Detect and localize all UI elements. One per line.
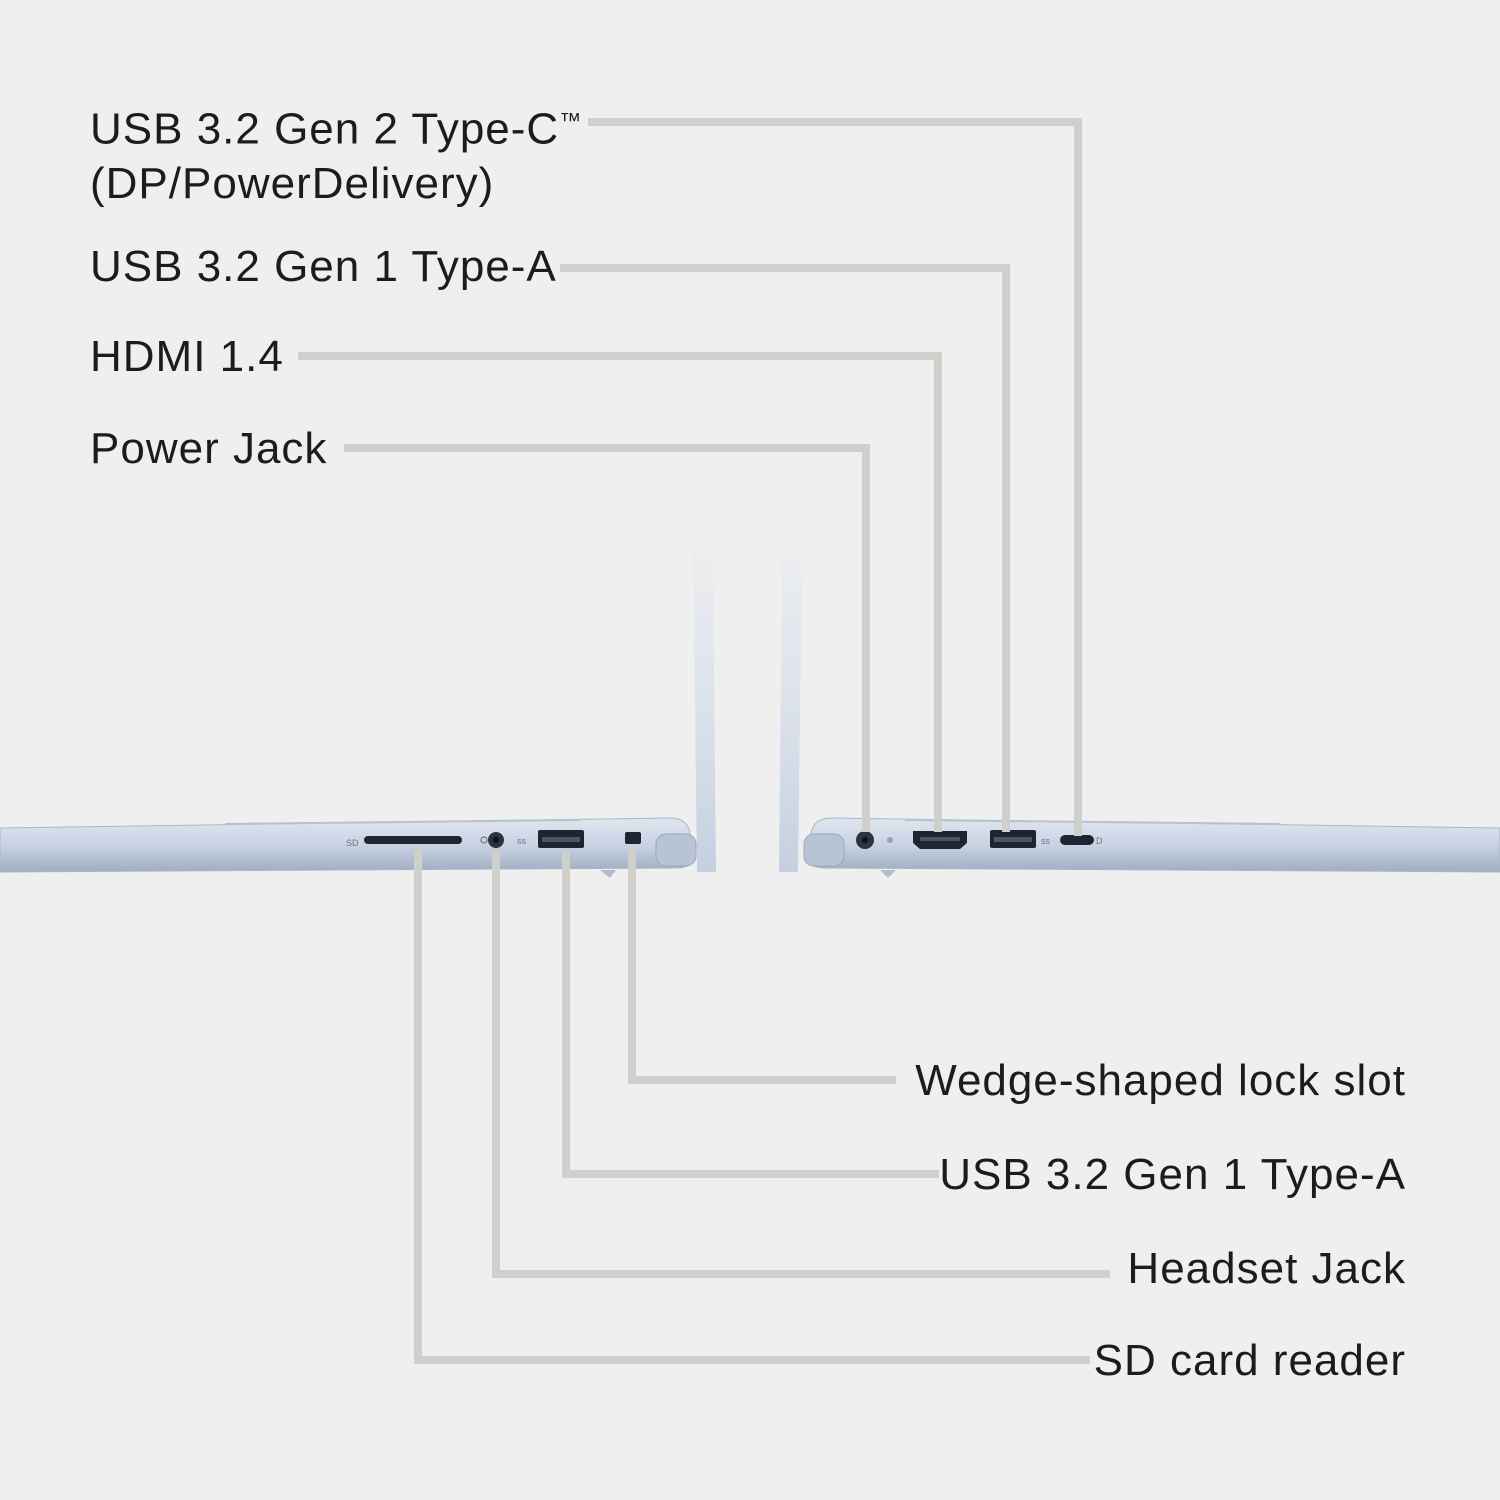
right-laptop-hinge: [803, 833, 845, 867]
usb-symbol-icon: ss: [517, 836, 527, 846]
right-laptop-lid: [779, 470, 803, 872]
trademark-symbol: ™: [559, 108, 582, 133]
right-laptop-base: [808, 817, 1500, 873]
sd-slot-port: [364, 836, 462, 844]
left-laptop-hinge: [655, 833, 697, 867]
leader-lock: [628, 848, 896, 1084]
leader-usb-c: [588, 118, 1082, 836]
usb-symbol-right-icon: ss: [1041, 836, 1051, 846]
label-hdmi: HDMI 1.4: [90, 330, 284, 384]
right-laptop: ss D: [779, 470, 1500, 878]
power-led-icon: [887, 837, 893, 843]
leader-usb-a-left: [562, 852, 942, 1178]
dp-pd-icon: D: [1096, 836, 1103, 846]
label-sd-card-reader: SD card reader: [1093, 1334, 1406, 1388]
label-usb-a-right: USB 3.2 Gen 1 Type-A: [90, 240, 557, 294]
label-headset-jack: Headset Jack: [1127, 1242, 1406, 1296]
headset-jack-icon: [480, 836, 488, 844]
left-laptop-lid: [692, 470, 716, 872]
label-lock-slot: Wedge-shaped lock slot: [915, 1054, 1406, 1108]
sd-logo-icon: SD: [346, 838, 359, 848]
left-laptop: SD ss: [0, 470, 716, 878]
leader-usb-a-right: [560, 264, 1010, 832]
label-usb-c: USB 3.2 Gen 2 Type-C™ (DP/PowerDelivery): [90, 94, 582, 211]
leader-hdmi: [298, 352, 942, 832]
label-usb-a-left: USB 3.2 Gen 1 Type-A: [939, 1148, 1406, 1202]
leader-power: [344, 444, 870, 832]
label-power-jack: Power Jack: [90, 422, 328, 476]
label-usb-c-line2: (DP/PowerDelivery): [90, 158, 495, 208]
label-usb-c-line1: USB 3.2 Gen 2 Type-C: [90, 104, 560, 154]
usb-c-port: [1060, 835, 1094, 845]
leader-sd: [414, 846, 1090, 1364]
lock-slot-port: [625, 832, 641, 844]
leader-headset: [492, 852, 1110, 1278]
